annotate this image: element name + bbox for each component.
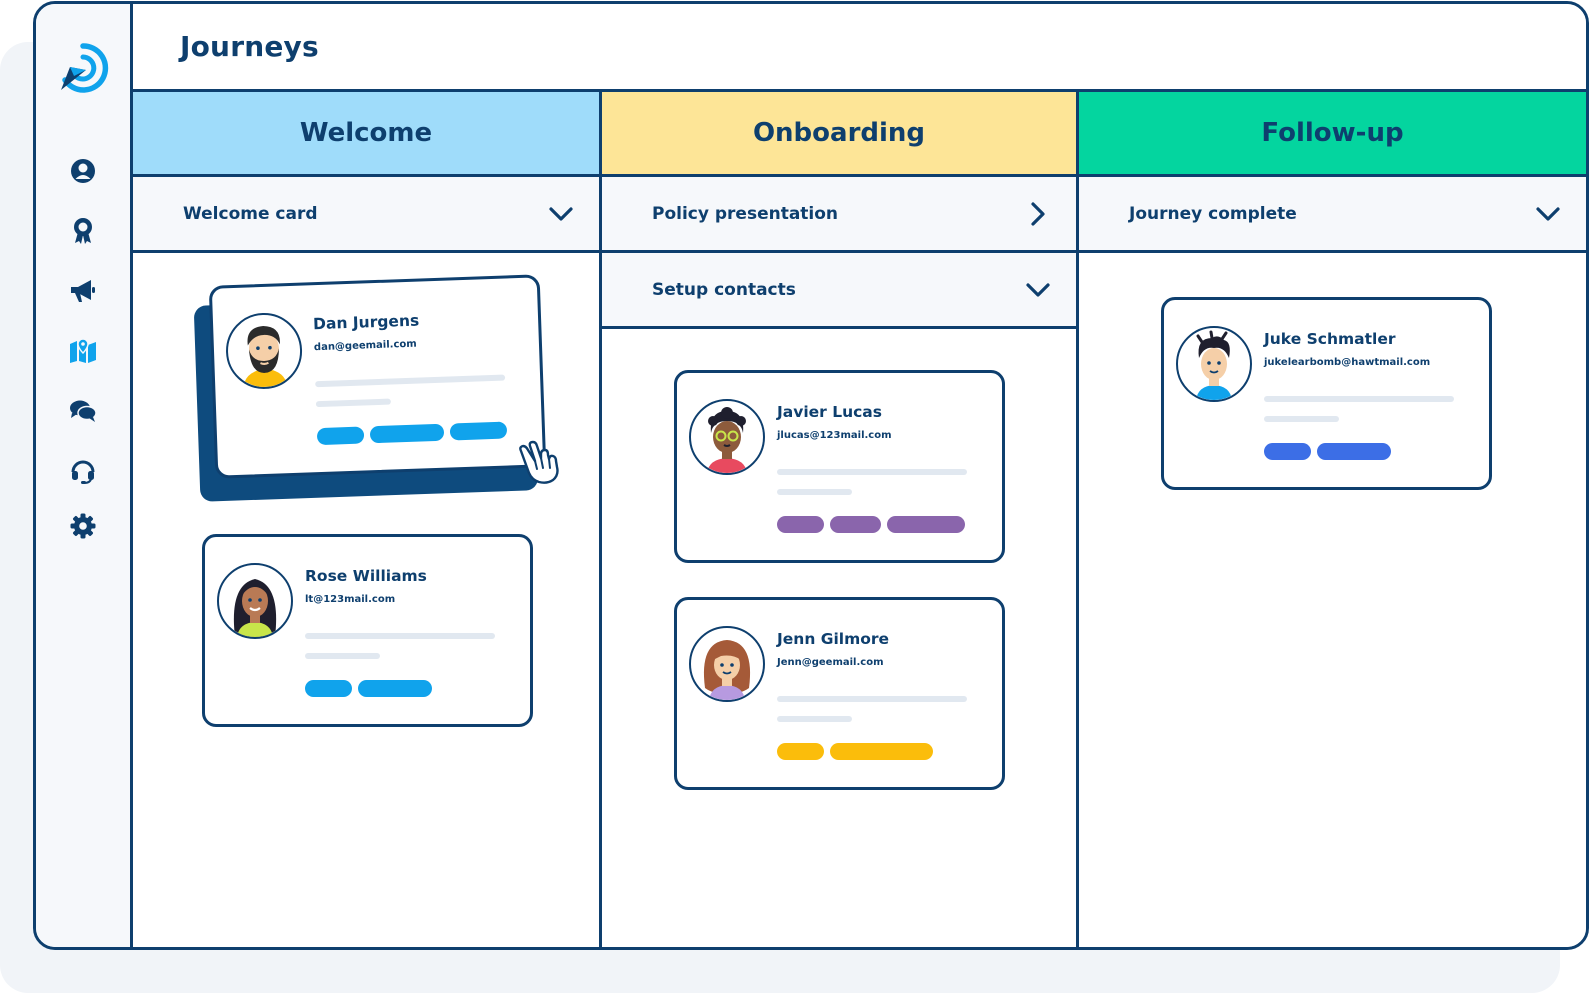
contact-card-javier-lucas[interactable]: Javier Lucas jlucas@123mail.com [674,370,1005,563]
stage-label: Policy presentation [652,203,839,224]
tag-pills [316,421,508,446]
app-window: Journeys Welcome Welcome card [33,1,1589,950]
tag-pill [358,680,432,697]
tag-pill [777,516,824,533]
chat-icon[interactable] [68,396,98,426]
tag-pills [777,743,933,760]
stage-welcome-card[interactable]: Welcome card [133,177,599,253]
skeleton-line [315,374,506,388]
award-icon[interactable] [68,216,98,246]
skeleton-line [777,469,967,475]
stage-label: Setup contacts [652,279,796,300]
skeleton-line [315,398,391,408]
contact-email: Jenn@geemail.com [777,657,884,668]
avatar [1176,326,1252,402]
logo-icon[interactable] [56,40,110,96]
chevron-down-icon[interactable] [547,200,575,228]
contact-card-rose-williams[interactable]: Rose Williams lt@123mail.com [202,534,533,727]
contact-email: dan@geemail.com [313,338,417,354]
chevron-down-icon[interactable] [1534,200,1562,228]
hand-cursor-icon [515,437,565,485]
skeleton-line [777,696,967,702]
contact-card-dan-jurgens[interactable]: Dan Jurgens dan@geemail.com [208,274,547,479]
column-header-welcome[interactable]: Welcome [133,92,599,177]
avatar [224,311,304,391]
chevron-down-icon[interactable] [1024,276,1052,304]
contact-email: lt@123mail.com [305,594,396,605]
megaphone-icon[interactable] [68,276,98,306]
column-onboarding: Onboarding Policy presentation Setup con… [602,92,1079,947]
gear-icon[interactable] [68,511,98,541]
tag-pill [369,423,445,444]
skeleton-line [1264,396,1454,402]
stage-policy-presentation[interactable]: Policy presentation [602,177,1076,253]
avatar [689,399,765,475]
stage-label: Journey complete [1129,203,1297,224]
tag-pill [316,426,365,446]
page-header: Journeys [133,4,1586,92]
contact-name: Dan Jurgens [312,311,420,334]
chevron-right-icon[interactable] [1024,200,1052,228]
journey-board: Welcome Welcome card [133,92,1586,947]
dragged-card-stack[interactable]: Dan Jurgens dan@geemail.com [193,274,559,512]
tag-pill [777,743,824,760]
avatar [217,563,293,639]
contact-email: jukelearbomb@hawtmail.com [1264,357,1431,368]
tag-pill [887,516,965,533]
contact-name: Rose Williams [305,567,427,585]
map-icon[interactable] [68,336,98,366]
skeleton-line [777,489,852,495]
tag-pill [830,516,881,533]
headset-icon[interactable] [68,456,98,486]
column-follow-up: Follow-up Journey complete [1079,92,1586,947]
stage-label: Welcome card [183,203,318,224]
skeleton-line [305,653,380,659]
tag-pill [1264,443,1311,460]
column-welcome: Welcome Welcome card [133,92,602,947]
avatar [689,626,765,702]
skeleton-line [777,716,852,722]
contact-card-juke-schmatler[interactable]: Juke Schmatler jukelearbomb@hawtmail.com [1161,297,1492,490]
column-header-onboarding[interactable]: Onboarding [602,92,1076,177]
stage-setup-contacts[interactable]: Setup contacts [602,253,1076,329]
tag-pill [449,421,508,441]
sidebar [36,4,133,947]
contact-name: Javier Lucas [777,403,882,421]
page-title: Journeys [180,30,319,63]
tag-pills [777,516,965,533]
contact-email: jlucas@123mail.com [777,430,892,441]
column-header-follow-up[interactable]: Follow-up [1079,92,1586,177]
tag-pills [1264,443,1391,460]
tag-pill [305,680,352,697]
user-icon[interactable] [68,156,98,186]
tag-pill [1317,443,1391,460]
skeleton-line [1264,416,1339,422]
contact-card-jenn-gilmore[interactable]: Jenn Gilmore Jenn@geemail.com [674,597,1005,790]
contact-name: Juke Schmatler [1264,330,1396,348]
skeleton-line [305,633,495,639]
stage-journey-complete[interactable]: Journey complete [1079,177,1586,253]
tag-pill [830,743,933,760]
tag-pills [305,680,432,697]
contact-name: Jenn Gilmore [777,630,890,648]
